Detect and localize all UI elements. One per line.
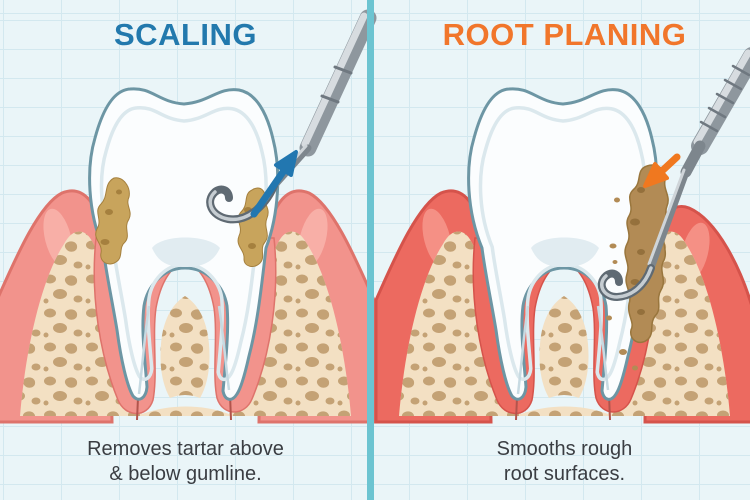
scaling-bone-septum bbox=[160, 296, 210, 398]
down-arrow-icon bbox=[643, 153, 681, 188]
scaling-title: SCALING bbox=[114, 17, 257, 52]
scaling-caption: Removes tartar above & below gumline. bbox=[0, 437, 371, 487]
planing-tool bbox=[597, 47, 750, 302]
panel-divider bbox=[367, 0, 374, 500]
root-planing-title: ROOT PLANING bbox=[442, 17, 687, 52]
root-planing-caption-line-2: root surfaces. bbox=[503, 463, 626, 485]
up-arrow-icon bbox=[250, 150, 298, 218]
scaling-illustration bbox=[0, 9, 377, 424]
scaling-caption-line-1: Removes tartar above bbox=[87, 438, 284, 460]
scaling-caption-line-2: & below gumline. bbox=[109, 463, 262, 485]
planing-bone-septum bbox=[539, 296, 589, 398]
scaling-tooth bbox=[88, 87, 280, 401]
planing-tooth bbox=[467, 87, 659, 401]
root-planing-caption-line-1: Smooths rough bbox=[496, 438, 633, 460]
root-planing-caption: Smooths rough root surfaces. bbox=[379, 437, 750, 487]
root-planing-illustration bbox=[374, 47, 750, 424]
